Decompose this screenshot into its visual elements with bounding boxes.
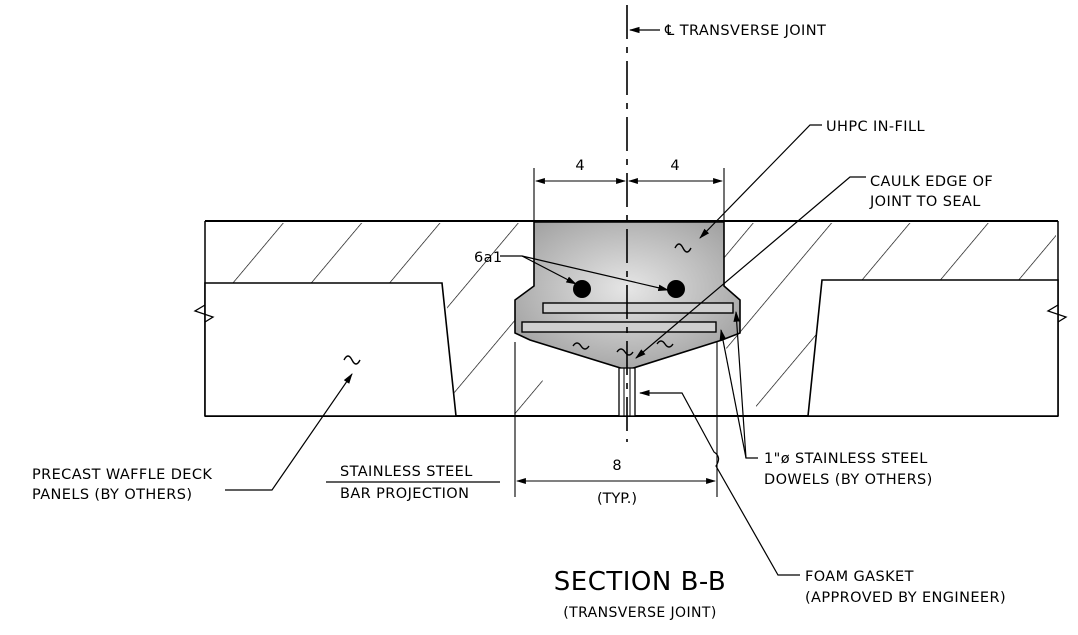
section-subtitle: (TRANSVERSE JOINT) — [563, 605, 716, 621]
break-symbol-right — [1046, 304, 1068, 323]
foam-gasket — [618, 367, 636, 417]
projection-label-line2: BAR PROJECTION — [340, 486, 469, 502]
section-title: SECTION B-B — [554, 567, 726, 597]
projection-label-line1: STAINLESS STEEL — [340, 464, 473, 480]
gasket-label-line1: FOAM GASKET — [805, 569, 914, 585]
precast-panel-right — [807, 279, 1059, 417]
concrete-hatch — [207, 223, 1056, 414]
dowels-label-line1: 1"ø STAINLESS STEEL — [764, 451, 928, 467]
dimension-left-half: 4 — [575, 158, 584, 174]
gasket-label-line2: (APPROVED BY ENGINEER) — [805, 590, 1006, 606]
precast-label-line2: PANELS (BY OTHERS) — [32, 487, 192, 503]
bar-mark-label: 6a1 — [474, 250, 503, 266]
dimension-total: 8 — [612, 458, 621, 474]
precast-label-line1: PRECAST WAFFLE DECK — [32, 467, 212, 483]
uhpc-label: UHPC IN-FILL — [826, 119, 925, 135]
dowels-label-line2: DOWELS (BY OTHERS) — [764, 472, 933, 488]
dimension-right-half: 4 — [670, 158, 679, 174]
rebar-left — [573, 280, 591, 298]
dimension-total-note: (TYP.) — [597, 491, 637, 507]
caulk-label-line1: CAULK EDGE OF — [870, 174, 993, 190]
dimension-bottom — [514, 342, 718, 497]
break-symbol-left — [193, 304, 215, 323]
caulk-label-line2: JOINT TO SEAL — [869, 194, 981, 210]
precast-panel-left — [204, 282, 457, 417]
rebar-right — [667, 280, 685, 298]
centerline-label: ℄ TRANSVERSE JOINT — [664, 23, 826, 39]
dowel-lower — [521, 321, 717, 333]
material-symbols — [343, 243, 692, 365]
dimension-top — [533, 168, 725, 220]
dowel-upper — [542, 302, 734, 314]
